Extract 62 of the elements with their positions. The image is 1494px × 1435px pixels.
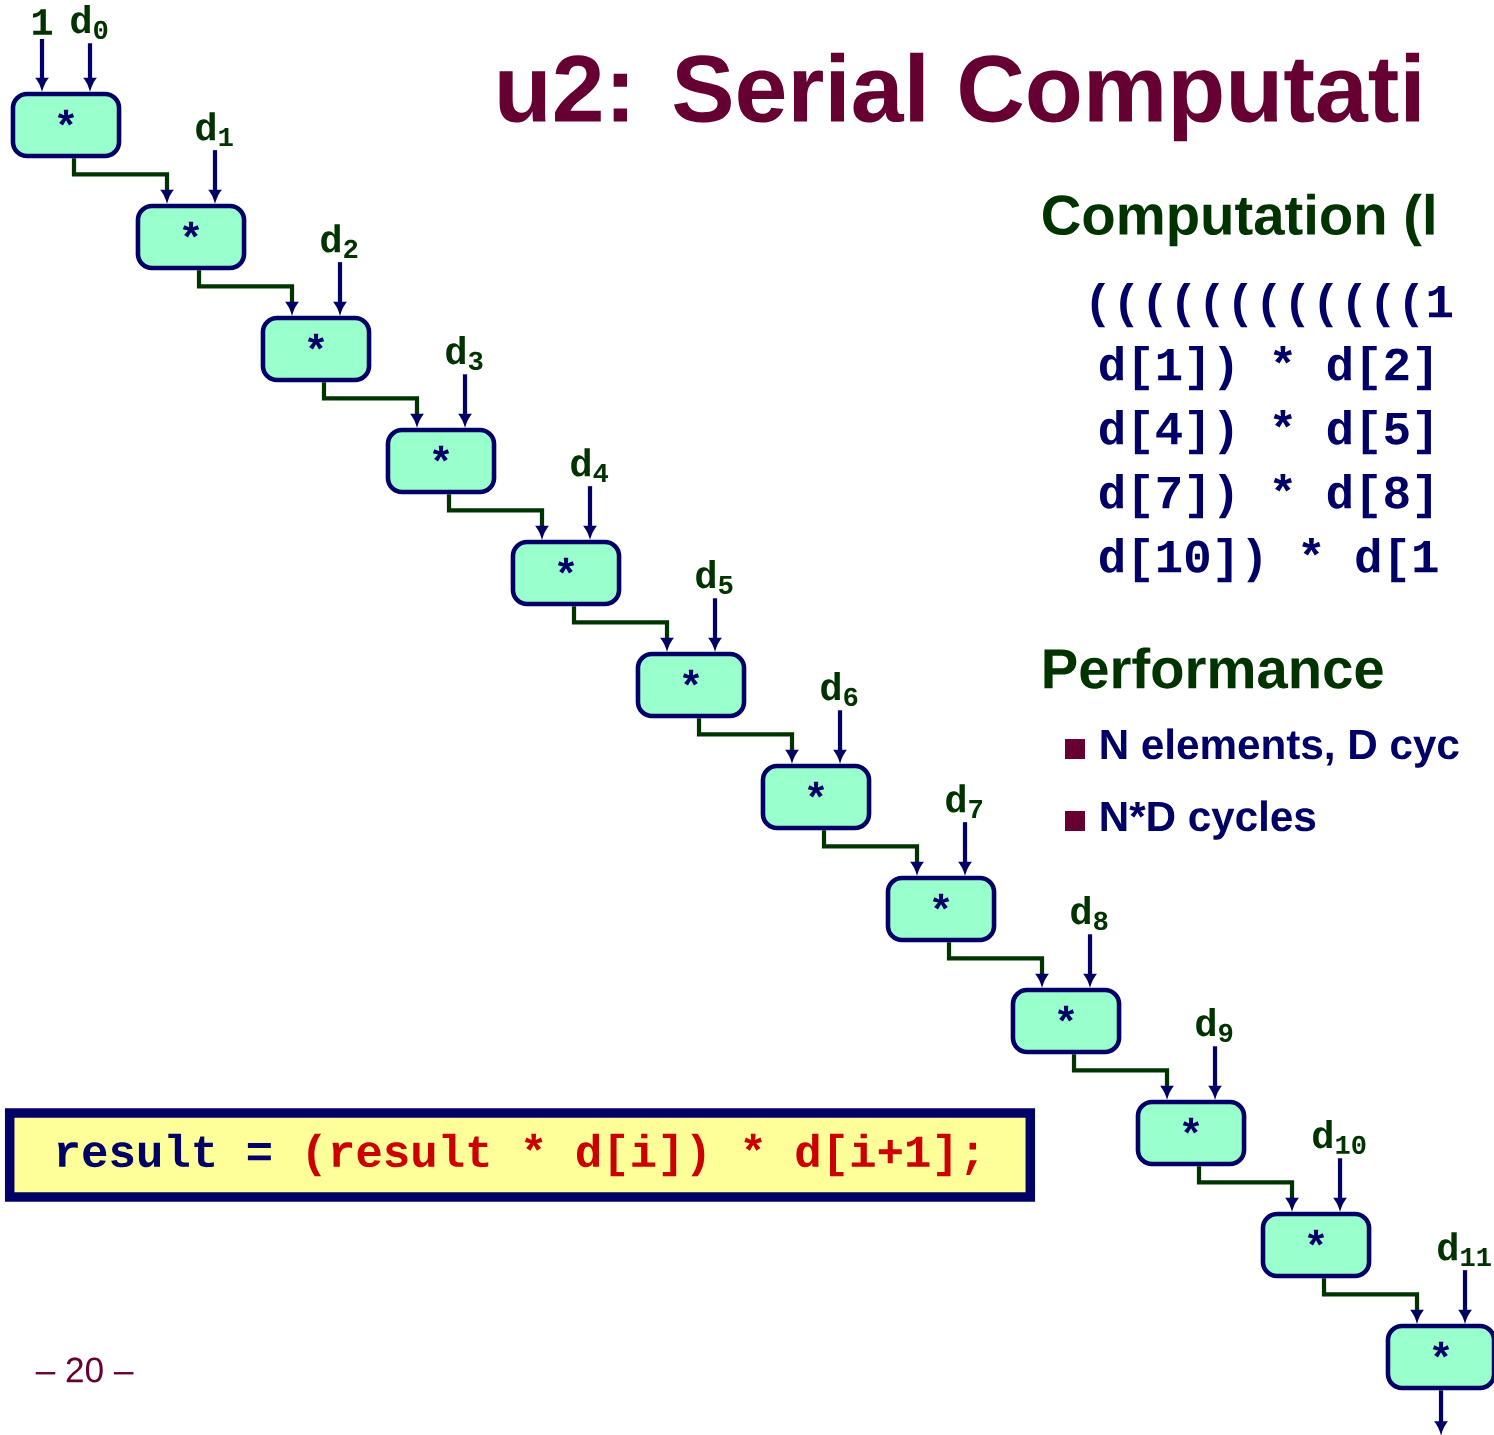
arrow bbox=[321, 382, 423, 425]
arrow bbox=[459, 374, 471, 425]
multiply-box: * bbox=[760, 763, 872, 831]
arrow bbox=[696, 718, 798, 761]
code-line: d[7]) * d[8] bbox=[1100, 473, 1431, 519]
bullet-text: N*D cycles bbox=[1101, 800, 1316, 840]
arrow bbox=[709, 598, 721, 649]
multiply-box: * bbox=[510, 539, 622, 607]
input-label: d$_{2}$ bbox=[321, 224, 358, 258]
multiply-box: * bbox=[1010, 987, 1122, 1055]
input-label: d$_{9}$ bbox=[1196, 1008, 1233, 1043]
input-label: d$_{0}$ bbox=[71, 5, 108, 40]
multiply-box: * bbox=[1260, 1211, 1372, 1279]
arrow bbox=[1459, 1270, 1471, 1321]
title: u2: Serial Computati bbox=[499, 52, 1420, 142]
multiply-box: * bbox=[1385, 1323, 1494, 1391]
multiply-box: * bbox=[385, 427, 497, 495]
arrow bbox=[946, 942, 1048, 985]
arrow bbox=[71, 158, 173, 201]
code-box: result = (result * d[i]) * d[i+1]; bbox=[4, 1108, 1036, 1202]
multiply-box: * bbox=[135, 203, 247, 271]
multiply-box: * bbox=[260, 315, 372, 383]
input-label: d$_{1}$ bbox=[196, 112, 233, 146]
arrow bbox=[1071, 1054, 1173, 1097]
input-label: d$_{3}$ bbox=[446, 336, 483, 371]
heading: Computation (l bbox=[1043, 193, 1434, 247]
bullet-text: N elements, D cyc bbox=[1101, 728, 1459, 768]
input-label: d$_{11}$ bbox=[1438, 1232, 1491, 1266]
arrow bbox=[36, 39, 48, 89]
arrow bbox=[196, 270, 298, 313]
arrow bbox=[1321, 1278, 1423, 1321]
heading: Performance bbox=[1044, 647, 1383, 689]
input-label: d$_{8}$ bbox=[1071, 896, 1108, 931]
input-label: d$_{5}$ bbox=[696, 560, 733, 595]
code-line: d[1]) * d[2] bbox=[1100, 345, 1431, 391]
arrow bbox=[1334, 1158, 1346, 1209]
arrow bbox=[1435, 1390, 1447, 1433]
multiply-box: * bbox=[10, 91, 122, 159]
arrow bbox=[446, 494, 548, 537]
input-label: d$_{6}$ bbox=[821, 672, 858, 707]
code-line: d[4]) * d[5] bbox=[1100, 409, 1431, 455]
arrow bbox=[571, 606, 673, 649]
arrow bbox=[209, 150, 221, 201]
arrow bbox=[334, 262, 346, 313]
input-label: d$_{10}$ bbox=[1313, 1120, 1366, 1155]
multiply-box: * bbox=[885, 875, 997, 943]
code-line: d[10]) * d[1 bbox=[1100, 537, 1438, 583]
input-label: d$_{4}$ bbox=[571, 448, 609, 482]
arrow bbox=[959, 822, 971, 873]
arrow bbox=[821, 830, 923, 873]
arrow bbox=[1209, 1046, 1221, 1097]
arrow bbox=[834, 710, 846, 761]
multiply-box: * bbox=[635, 651, 747, 719]
input-label: d$_{7}$ bbox=[946, 784, 983, 818]
arrow bbox=[84, 43, 96, 89]
input-label: 1 bbox=[33, 9, 52, 35]
arrow bbox=[584, 486, 596, 537]
arrow bbox=[1084, 934, 1096, 985]
multiply-box: * bbox=[1135, 1099, 1247, 1167]
arrow bbox=[1196, 1166, 1298, 1209]
code-line: ((((((((((((1 bbox=[1091, 282, 1452, 328]
page-number: – 20 – bbox=[35, 1357, 134, 1383]
